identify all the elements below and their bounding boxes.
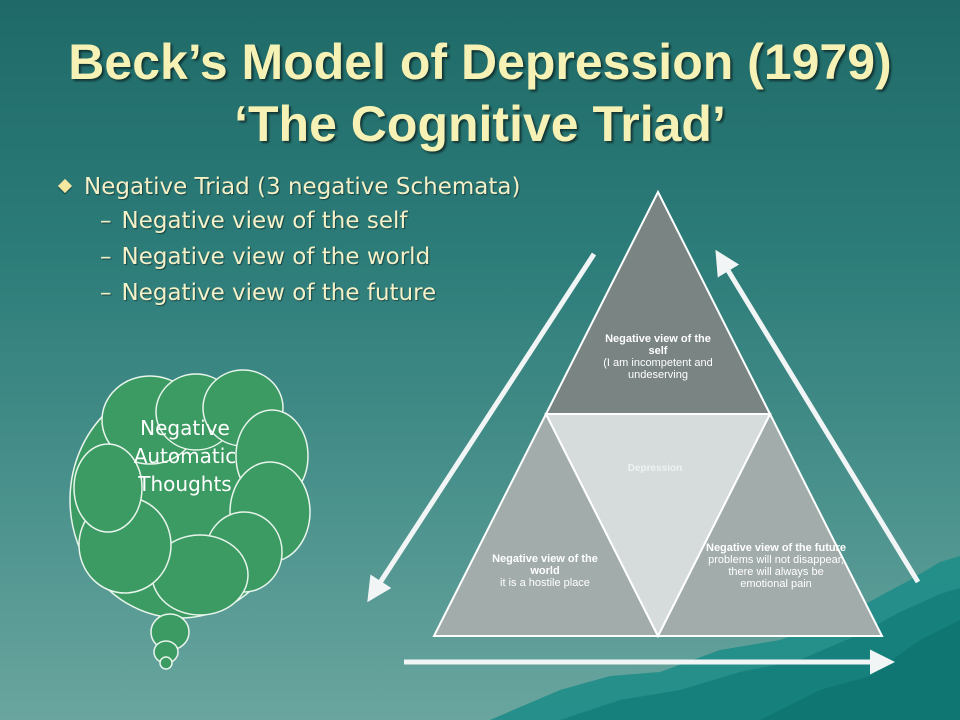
dash-icon: – (100, 280, 112, 306)
cycle-arrows (367, 249, 921, 675)
sub-bullet-future: –Negative view of the future (100, 280, 436, 306)
triangle-future-label: Negative view of the future problems wil… (706, 542, 846, 590)
sub-bullet-text: Negative view of the self (121, 208, 408, 234)
dash-icon: – (100, 244, 112, 270)
triangle-self-label: Negative view of the self (I am incompet… (596, 333, 720, 381)
self-heading: Negative view of the self (605, 333, 711, 357)
bullet-main-text: Negative Triad (3 negative Schemata) (84, 174, 521, 200)
cloud-label: Negative Automatic Thoughts (133, 416, 237, 496)
dash-icon: – (100, 208, 112, 234)
world-heading: Negative view of the world (492, 553, 598, 577)
diamond-bullet-icon (57, 178, 73, 193)
triangle-world-label: Negative view of the world it is a hosti… (490, 553, 600, 589)
triangle-depression-label: Depression (627, 463, 683, 474)
title-line-2: ‘The Cognitive Triad’ (234, 96, 726, 152)
thought-cloud (69, 369, 311, 670)
cognitive-triad-diagram (432, 189, 884, 639)
bullet-main: Negative Triad (3 negative Schemata) (57, 174, 521, 200)
title-line-1: Beck’s Model of Depression (1979) (68, 34, 892, 90)
sub-bullet-text: Negative view of the future (121, 280, 437, 306)
arrow-right (715, 249, 921, 584)
triangle-depression (544, 413, 772, 639)
iceberg-decoration (490, 556, 960, 720)
world-body: it is a hostile place (500, 577, 590, 589)
arrow-left (367, 252, 597, 603)
sub-bullet-world: –Negative view of the world (100, 244, 430, 270)
self-body: (I am incompetent and undeserving (603, 357, 713, 381)
future-heading: Negative view of the future (706, 542, 846, 554)
future-body: problems will not disappear, there will … (708, 554, 844, 590)
sub-bullet-self: –Negative view of the self (100, 208, 407, 234)
sub-bullet-text: Negative view of the world (121, 244, 431, 270)
